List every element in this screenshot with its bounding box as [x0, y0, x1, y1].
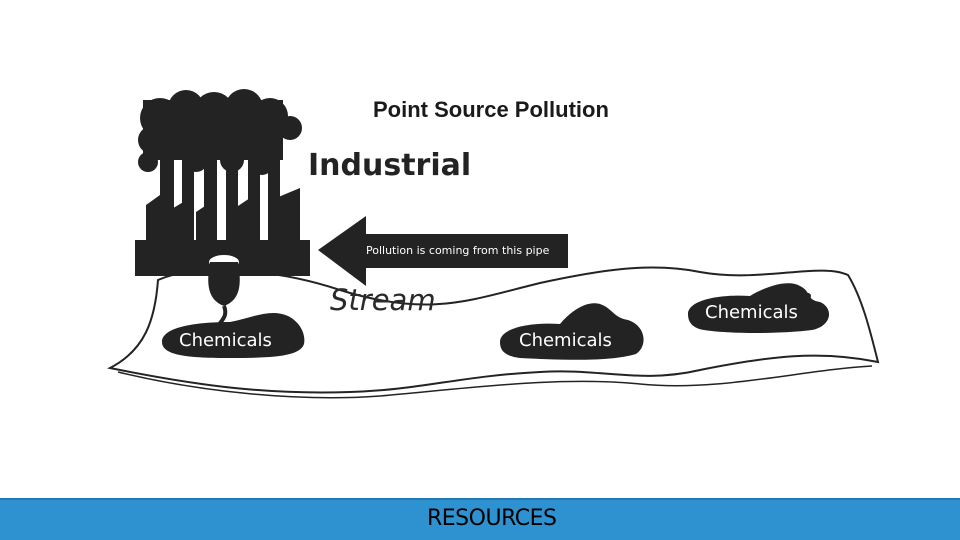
stream-ripple: [117, 365, 873, 399]
stream-label: Stream: [330, 283, 436, 317]
footer-bar: RESOURCES: [0, 498, 960, 540]
resources-link[interactable]: RESOURCES: [427, 506, 557, 531]
chemicals-label: Chemicals: [705, 302, 798, 323]
left-arrow-icon: [318, 216, 568, 286]
drain-pipe-icon: [207, 253, 241, 328]
chemical-blob-3: [688, 283, 830, 333]
chemical-blob-2: [500, 303, 644, 360]
chemicals-label: Chemicals: [179, 330, 272, 351]
chemical-blob-1: [162, 312, 305, 358]
chemicals-label: Chemicals: [519, 330, 612, 351]
factory-icon: [135, 89, 310, 276]
source-label: Industrial: [308, 148, 472, 183]
arrow-label: Pollution is coming from this pipe: [366, 244, 550, 257]
diagram-title: Point Source Pollution: [373, 97, 609, 122]
stream-band: [107, 266, 880, 394]
chemical-blob-icon: [162, 283, 830, 360]
